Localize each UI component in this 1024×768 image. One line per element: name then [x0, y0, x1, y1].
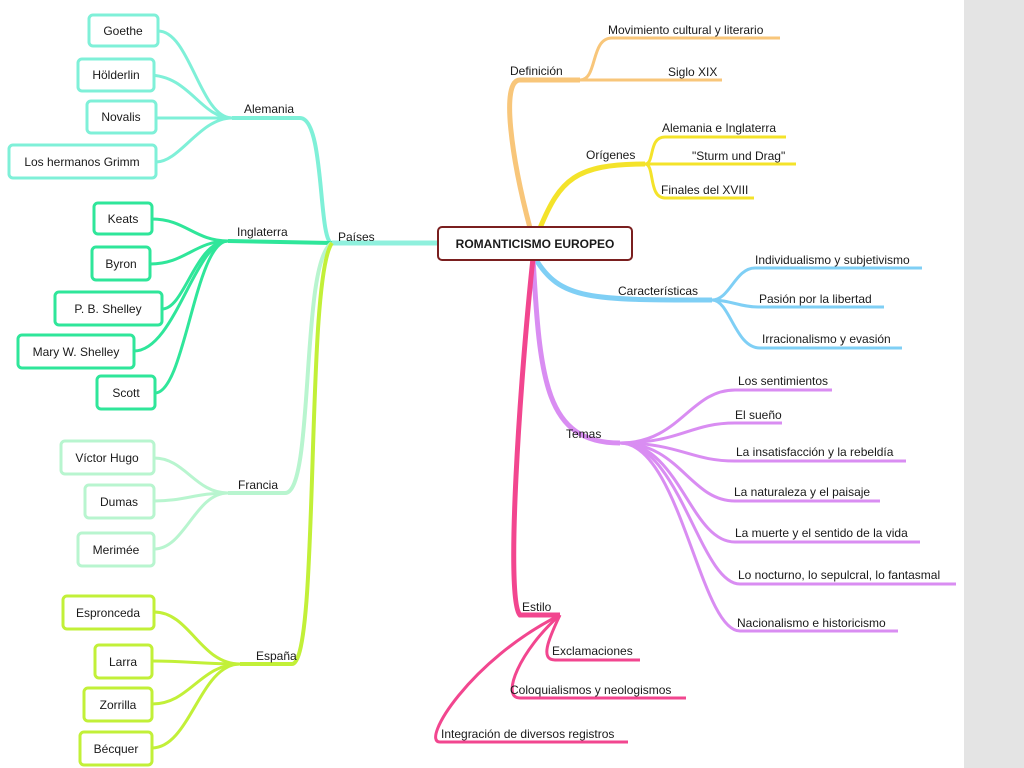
edge-paises-alemania	[232, 116, 334, 245]
leaf-box-victorhugo[interactable]	[59, 439, 156, 476]
estilo-edges	[434, 257, 686, 744]
alemania-edges	[147, 29, 233, 164]
definicion-label[interactable]: Definición	[510, 64, 563, 78]
temas-item-1: Los sentimientos	[738, 374, 828, 388]
leaf-box-novalis[interactable]	[85, 99, 158, 135]
leaf-goethe: Goethe	[103, 24, 143, 38]
espana-label[interactable]: España	[256, 649, 297, 663]
leaf-box-keats[interactable]	[92, 201, 154, 236]
temas-item-5: La muerte y el sentido de la vida	[735, 526, 908, 540]
alemania-label[interactable]: Alemania	[244, 102, 294, 116]
temas-item-4: La naturaleza y el paisaje	[734, 485, 870, 499]
mind-map: Países Alemania Inglaterra Francia Españ…	[7, 13, 956, 767]
leaf-box-espronceda[interactable]	[61, 594, 156, 631]
leaf-box-becquer[interactable]	[78, 730, 154, 767]
caracteristicas-item-2: Pasión por la libertad	[759, 292, 872, 306]
leaf-becquer: Bécquer	[94, 742, 139, 756]
caracteristicas-item-3: Irracionalismo y evasión	[762, 332, 891, 346]
paises-label[interactable]: Países	[338, 230, 375, 244]
caracteristicas-edges	[532, 256, 922, 350]
leaf-grimm: Los hermanos Grimm	[24, 155, 139, 169]
inglaterra-edges	[133, 217, 229, 395]
leaf-scott: Scott	[112, 386, 140, 400]
francia-label[interactable]: Francia	[238, 478, 278, 492]
definicion-item-1: Movimiento cultural y literario	[608, 23, 764, 37]
leaf-keats: Keats	[108, 212, 139, 226]
edge-paises-espana	[240, 241, 334, 666]
francia-leaves	[59, 439, 156, 568]
inglaterra-label[interactable]: Inglaterra	[237, 225, 288, 239]
estilo-item-1: Exclamaciones	[552, 644, 633, 658]
temas-item-7: Nacionalismo e historicismo	[737, 616, 886, 630]
definicion-item-2: Siglo XIX	[668, 65, 717, 79]
leaf-byron: Byron	[105, 257, 136, 271]
root-node-box[interactable]	[437, 226, 633, 261]
definicion-edges	[507, 36, 780, 229]
leaf-box-scott[interactable]	[95, 374, 157, 411]
leaf-holderlin: Hölderlin	[92, 68, 139, 82]
leaf-box-byron[interactable]	[90, 245, 152, 282]
leaf-box-zorrilla[interactable]	[82, 686, 154, 723]
origenes-item-1: Alemania e Inglaterra	[662, 121, 776, 135]
leaf-box-marywshelley[interactable]	[16, 333, 136, 370]
leaf-novalis: Novalis	[101, 110, 140, 124]
leaf-box-dumas[interactable]	[83, 483, 156, 520]
inglaterra-leaves	[16, 201, 164, 411]
leaf-box-pbshelley[interactable]	[53, 290, 164, 327]
origenes-edges	[537, 135, 796, 229]
estilo-label[interactable]: Estilo	[522, 600, 552, 614]
temas-item-2: El sueño	[735, 408, 782, 422]
temas-item-3: La insatisfacción y la rebeldía	[736, 445, 894, 459]
leaf-box-holderlin[interactable]	[76, 57, 156, 93]
leaf-victorhugo: Víctor Hugo	[75, 451, 139, 465]
estilo-item-3: Integración de diversos registros	[441, 727, 614, 741]
origenes-item-2: "Sturm und Drag"	[692, 149, 785, 163]
espana-leaves	[61, 594, 156, 767]
edge-paises-francia	[228, 241, 334, 495]
edge-paises-inglaterra	[227, 239, 333, 245]
alemania-leaves	[7, 13, 160, 180]
leaf-box-grimm[interactable]	[7, 143, 158, 180]
leaf-box-larra[interactable]	[93, 643, 154, 680]
leaf-pbshelley: P. B. Shelley	[74, 302, 141, 316]
caracteristicas-item-1: Individualismo y subjetivismo	[755, 253, 910, 267]
origenes-item-3: Finales del XVIII	[661, 183, 748, 197]
temas-label[interactable]: Temas	[566, 427, 601, 441]
espana-edges	[151, 610, 241, 750]
leaf-box-goethe[interactable]	[87, 13, 160, 48]
leaf-merimee: Merimée	[93, 543, 140, 557]
leaf-dumas: Dumas	[100, 495, 138, 509]
leaf-espronceda: Espronceda	[76, 606, 140, 620]
mind-map-canvas: Países Alemania Inglaterra Francia Españ…	[7, 13, 956, 767]
estilo-item-2: Coloquialismos y neologismos	[510, 683, 671, 697]
francia-edges	[153, 456, 229, 551]
temas-edges	[530, 257, 956, 633]
temas-item-6: Lo nocturno, lo sepulcral, lo fantasmal	[738, 568, 940, 582]
caracteristicas-label[interactable]: Características	[618, 284, 698, 298]
leaf-zorrilla: Zorrilla	[100, 698, 137, 712]
root-node-label: ROMANTICISMO EUROPEO	[456, 237, 615, 251]
leaf-larra: Larra	[109, 655, 137, 669]
leaf-box-merimee[interactable]	[76, 531, 156, 568]
right-sidebar	[964, 0, 1024, 768]
leaf-marywshelley: Mary W. Shelley	[33, 345, 120, 359]
origenes-label[interactable]: Orígenes	[586, 148, 635, 162]
